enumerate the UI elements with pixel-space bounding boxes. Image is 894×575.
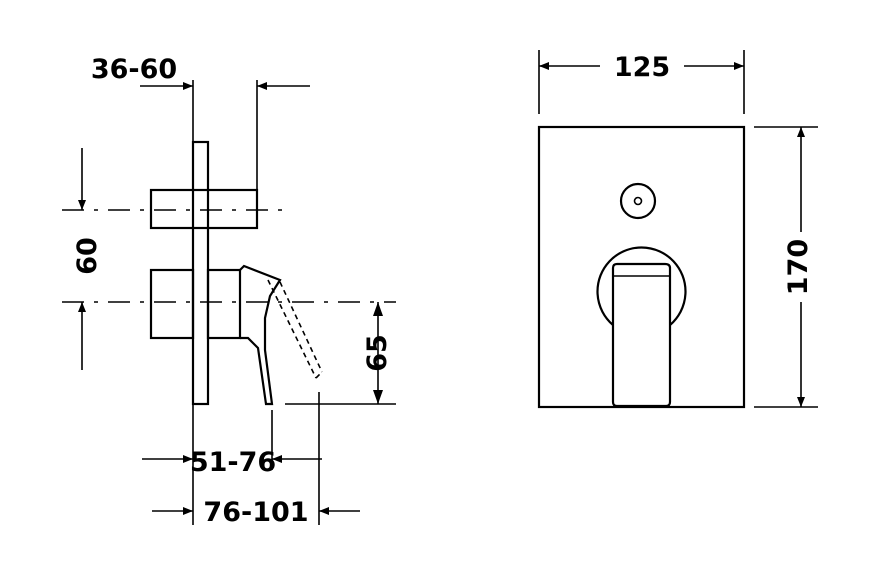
escutcheon-plate: [537, 125, 746, 409]
dim-long-label: 76-101: [203, 497, 308, 528]
dim-lever-height-arrow-top: [373, 302, 383, 316]
diverter-knob-inner: [633, 196, 643, 206]
diverter-knob-outer: [619, 182, 657, 220]
lever-rotated-hidden: [267, 279, 323, 379]
lower-mixer-body: [149, 268, 195, 340]
dim-short-label: 51-76: [190, 447, 276, 478]
side-view: 36-60 60 65 51-76 76-101: [62, 54, 396, 528]
dim-spacing-label: 60: [72, 237, 103, 275]
front-view: 125 170: [537, 50, 818, 409]
dim-width-label: 125: [614, 52, 670, 83]
dim-lever-height-arrow-bottom: [373, 390, 383, 404]
lever-rosette: [596, 246, 687, 326]
dim-height-label: 170: [783, 239, 814, 295]
dim-lever-height-label: 65: [362, 334, 393, 372]
dim-wall-depth-label: 36-60: [91, 54, 177, 85]
lever-handle: [611, 262, 672, 408]
upper-cartridge: [149, 188, 259, 230]
lever-base: [206, 268, 242, 340]
wall-plate: [191, 140, 210, 406]
lever: [239, 264, 282, 406]
